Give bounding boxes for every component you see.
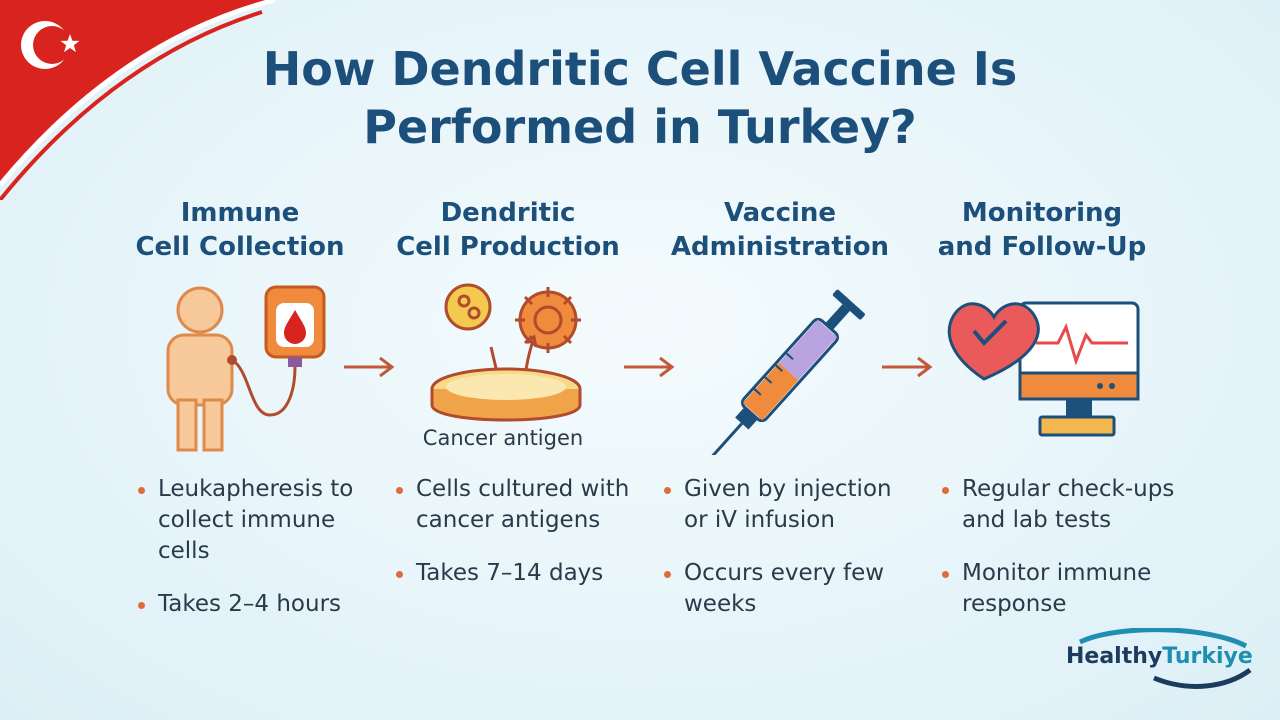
logo-text: HealthyTurkiye: [1066, 644, 1253, 669]
healthy-turkiye-logo: [1078, 628, 1252, 689]
list-item: Leukapheresis to collect immune cells: [136, 474, 386, 567]
step-3-bullets: Given by injection or iV infusion Occurs…: [662, 474, 912, 642]
step-2-bullets: Cells cultured with cancer antigens Take…: [394, 474, 644, 611]
turkish-flag-corner: [0, 0, 276, 200]
list-item: Monitor immune response: [940, 558, 1190, 620]
syringe-icon: [711, 289, 865, 455]
arrow-right-icon: [344, 356, 395, 378]
heart-monitor-icon: [947, 301, 1140, 437]
person-blood-bag-icon: [166, 285, 326, 452]
crescent-star-icon: [21, 21, 80, 69]
list-item: Takes 7–14 days: [394, 558, 644, 589]
step-1-bullets: Leukapheresis to collect immune cells Ta…: [136, 474, 386, 642]
list-item: Cells cultured with cancer antigens: [394, 474, 644, 536]
list-item: Regular check-ups and lab tests: [940, 474, 1190, 536]
arrow-right-icon: [882, 356, 933, 378]
cancer-antigen-label: Cancer antigen: [422, 426, 584, 450]
list-item: Given by injection or iV infusion: [662, 474, 912, 536]
petri-dish-icon: [430, 283, 582, 422]
list-item: Occurs every few weeks: [662, 558, 912, 620]
list-item: Takes 2–4 hours: [136, 589, 386, 620]
step-4-bullets: Regular check-ups and lab tests Monitor …: [940, 474, 1190, 642]
arrow-right-icon: [624, 356, 675, 378]
